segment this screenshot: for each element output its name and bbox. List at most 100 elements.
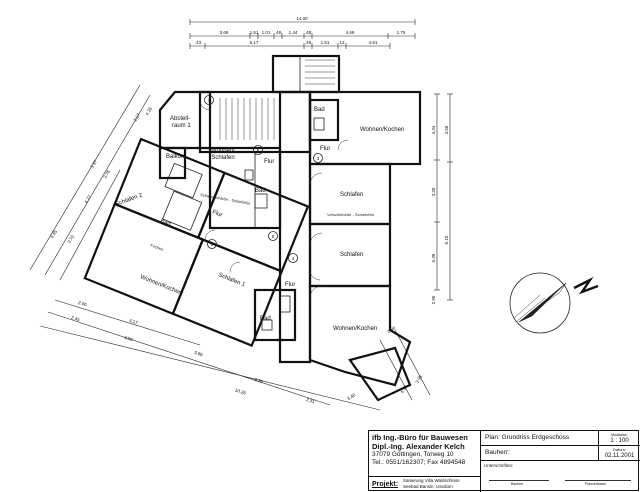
signature-label-planverfasser: Planverfasser [585,482,607,486]
north-arrow-circle [509,272,571,334]
room-bad-right-top-label: Bad [314,107,325,113]
room-wohnen-schlafen-label: Wohnen/Schlafen [211,148,235,161]
circle-markers: 1 2 3 4 5 6 [204,95,323,263]
room-kochen-label: Kochen [150,242,164,252]
firm-box: ifb Ing.-Büro für Bauwesen Dipl.-Ing. Al… [369,431,481,477]
north-letter-icon [573,276,599,295]
dim-top2-c: 1.01 [262,30,271,35]
dim-top3-c: .48 [305,40,312,45]
dim-top2-f: .48 [305,30,312,35]
marker-5: 5 [272,234,275,239]
firm-name-2: Dipl.-Ing. Alexander Kelch [372,442,465,451]
project-label: Projekt: [372,481,399,488]
room-wohnen-kochen-left-label: Wohnen/Kochen [139,274,182,296]
room-bad-center-label: Bad [260,316,271,322]
project-box: Projekt: Sanierung Villa Waldschloss See… [369,477,481,492]
dim-right-d: 5.10 [444,235,449,244]
dim-right-i: 1.86 [386,325,397,334]
door-swings [199,99,349,299]
room-flur-left-label: Flur [211,209,223,218]
scale-box: Maßstab: 1 : 100 [599,431,640,446]
signatures-label: Unterschriften: [484,463,514,468]
dim-left-d: 3.76 [102,169,111,180]
signature-line-bauherr [489,480,549,481]
dim-right-f: 5.38 [431,253,436,262]
dim-top2-h: 1.75 [397,30,406,35]
dim-top2-d: .48 [275,30,282,35]
bottom-dimension-chains: 2.00 4.17 2.45 4.50 3.86 3.79 10.26 2.31 [39,299,381,411]
plan-title: Plan: Grundriss Erdgeschoss [481,431,599,446]
scale-value: 1 : 100 [610,438,629,444]
room-balkon-label: Balkon [166,154,184,160]
signature-label-bauherr: Bauherr [511,482,524,486]
dim-top2-a: 3.69 [220,30,229,35]
room-flur-top-label: Flur [264,159,274,165]
dim-bottom-d: 4.50 [124,335,134,343]
dim-top3-e: 12 [339,40,345,45]
signature-line-planverfasser [565,480,631,481]
bauherr-field: Bauherr: [481,446,599,461]
project-text: Sanierung Villa Waldschloss Seebad Bansi… [403,478,460,489]
room-bad-top-left-label: Bad [255,188,266,194]
room-flur-center-label: Flur [285,282,295,288]
signatures-box: Unterschriften: Bauherr Planverfasser [481,461,640,492]
dim-top3-a: .43 [195,40,202,45]
dim-left-g: 4.35 [144,106,153,117]
date-label: Datum: [613,447,626,452]
dim-right-b: 4.56 [444,125,449,134]
right-dimension-chains: 4.34 4.56 3.20 5.10 2.95 5.38 3.95 4.15 … [346,93,453,401]
dim-left-e: 4.27 [83,194,92,205]
dim-left-f: 2.17 [132,112,141,123]
dim-right-j: 3.40 [346,392,357,401]
scale-label: Maßstab: [611,432,628,437]
dim-bottom-h: 2.31 [306,397,316,405]
dim-top3-d: 1.51 [321,40,330,45]
firm-name-1: ifb Ing.-Büro für Bauwesen [372,433,468,442]
dim-bottom-a: 2.00 [78,300,88,308]
date-box: Datum: 02.11.2001 [599,446,640,461]
room-flur-right-label: Flur [320,146,330,152]
dim-right-c: 3.20 [431,187,436,196]
dim-bottom-g: 10.26 [234,387,247,395]
dim-top3-f: 4.61 [369,40,378,45]
project-line-1: Sanierung Villa Waldschloss [403,478,460,483]
firm-address: 37079 Göttingen, Torweg 10 [372,451,454,458]
dim-top2-e: 1.44 [289,30,298,35]
date-value: 02.11.2001 [604,453,635,459]
left-dimension-chains: 4.45 3.37 3.70 3.76 4.27 2.17 4.35 [29,84,153,281]
dim-right-a: 4.34 [431,125,436,134]
room-wohnen-kochen-right-top-label: Wohnen/Kochen [360,127,404,133]
dim-left-a: 4.45 [49,229,58,240]
building-walls [83,54,422,402]
marker-1: 1 [208,98,211,103]
sliding-door-note-1: Schiebeschiebe - Schiebetür [200,192,252,206]
room-schlafen1-label: Schlafen 1 [217,272,246,288]
dim-bottom-c: 2.45 [71,315,81,323]
dim-right-e: 2.95 [431,295,436,304]
dim-top2-g: 4.69 [346,30,355,35]
project-line-2: Seebad Bansin, Usedom [403,483,453,489]
top-dimension-chains: 14.00 3.69 1.51 1.01 .48 1.44 .48 4.69 1… [189,16,416,49]
dim-top-total: 14.00 [296,16,308,21]
north-arrow [509,272,599,334]
marker-4: 4 [292,256,295,261]
firm-phone: Tel.: 0551/162307; Fax 4894548 [372,459,466,466]
dim-top3-b: 6.17 [250,40,259,45]
sliding-door-note-2: Vorschlebetür - Schiebetür [327,212,375,217]
marker-2: 2 [211,242,214,247]
marker-3: 3 [317,156,320,161]
dim-right-g: 3.95 [414,374,423,385]
dim-left-b: 3.37 [89,159,98,170]
dim-bottom-f: 3.79 [254,377,264,385]
room-labels: Abstell-raum 1 Wohnen/Schlafen Balkon Fl… [115,107,405,332]
marker-6: 6 [257,148,260,153]
dim-bottom-b: 4.17 [129,318,139,326]
dim-bottom-e: 3.86 [194,350,204,358]
room-wohnen-kochen-right-bottom-label: Wohnen/Kochen [333,326,377,332]
dim-top2-b: 1.51 [250,30,259,35]
room-schlafen-right-1-label: Schlafen [340,192,363,198]
room-schlafen-right-2-label: Schlafen [340,252,363,258]
dim-left-c: 3.70 [66,234,75,245]
room-abstellraum-label: Abstell-raum 1 [170,116,191,129]
